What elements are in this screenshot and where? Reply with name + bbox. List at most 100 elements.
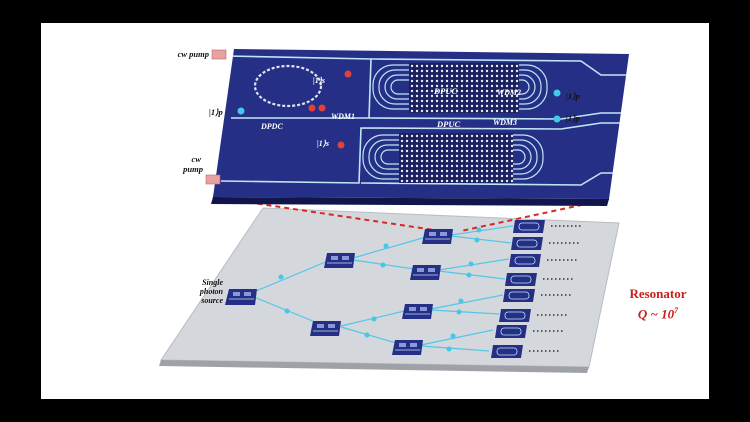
electrode-dot: [415, 64, 419, 68]
electrode-dot: [435, 74, 439, 78]
electrode-dot: [460, 94, 464, 98]
electrode-dot: [475, 159, 479, 163]
electrode-dot: [400, 144, 404, 148]
electrode-dot: [445, 69, 449, 73]
electrode-dot: [500, 94, 504, 98]
electrode-dot: [490, 139, 494, 143]
electrode-dot: [400, 179, 404, 183]
electrode-dot: [405, 164, 409, 168]
electrode-dot: [450, 94, 454, 98]
electrode-dot: [480, 79, 484, 83]
electrode-dot: [415, 84, 419, 88]
electrode-dot: [405, 179, 409, 183]
electrode-dot: [505, 159, 509, 163]
electrode-dot: [410, 144, 414, 148]
electrode-dot: [440, 109, 444, 113]
pump-input-bottom: [205, 174, 221, 185]
electrode-dot: [420, 69, 424, 73]
electrode-dot: [455, 179, 459, 183]
electrode-dot: [425, 89, 429, 93]
resonator-annotation: Resonator Q ~ 107: [603, 285, 709, 322]
electrode-dot: [430, 79, 434, 83]
electrode-dot: [455, 164, 459, 168]
electrode-dot: [430, 169, 434, 173]
electrode-dot: [470, 149, 474, 153]
electrode-dot: [445, 79, 449, 83]
electrode-dot: [405, 139, 409, 143]
electrode-dot: [425, 94, 429, 98]
electrode-dot: [510, 94, 514, 98]
electrode-dot: [440, 169, 444, 173]
electrode-dot: [405, 149, 409, 153]
electrode-dot: [415, 109, 419, 113]
photon-dot-right-top: [553, 89, 561, 97]
electrode-dot: [415, 174, 419, 178]
electrode-dot: [445, 179, 449, 183]
electrode-dot: [425, 69, 429, 73]
electrode-dot: [440, 159, 444, 163]
electrode-dot: [515, 64, 519, 68]
electrode-dot: [490, 179, 494, 183]
electrode-dot: [440, 79, 444, 83]
electrode-dot: [500, 159, 504, 163]
wdm2-label: WDM2: [497, 88, 521, 97]
electrode-dot: [400, 174, 404, 178]
electrode-dot: [440, 74, 444, 78]
electrode-dot: [495, 144, 499, 148]
wdm1-label: WDM1: [331, 112, 355, 121]
electrode-dot: [510, 99, 514, 103]
electrode-dot: [485, 144, 489, 148]
electrode-dot: [475, 94, 479, 98]
electrode-dot: [400, 164, 404, 168]
electrode-dot: [400, 154, 404, 158]
electrode-dot: [450, 89, 454, 93]
electrode-dot: [460, 109, 464, 113]
electrode-dot: [450, 174, 454, 178]
electrode-dot: [485, 64, 489, 68]
electrode-dot: [450, 159, 454, 163]
electrode-dot: [470, 174, 474, 178]
electrode-dot: [430, 174, 434, 178]
electrode-dot: [430, 139, 434, 143]
electrode-dot: [450, 84, 454, 88]
electrode-dot: [475, 84, 479, 88]
electrode-dot: [455, 84, 459, 88]
electrode-dot: [440, 89, 444, 93]
electrode-dot: [465, 174, 469, 178]
electrode-dot: [490, 174, 494, 178]
electrode-dot: [485, 94, 489, 98]
electrode-dot: [430, 99, 434, 103]
electrode-dot: [440, 104, 444, 108]
electrode-dot: [400, 149, 404, 153]
electrode-dot: [470, 134, 474, 138]
electrode-dot: [435, 164, 439, 168]
electrode-dot: [490, 109, 494, 113]
electrode-dot: [430, 149, 434, 153]
electrode-dot: [490, 64, 494, 68]
network-waveguides: [248, 225, 514, 352]
electrode-dot: [465, 94, 469, 98]
electrode-dot: [425, 84, 429, 88]
electrode-dot: [505, 69, 509, 73]
electrode-dot: [500, 64, 504, 68]
electrode-dot: [450, 104, 454, 108]
electrode-dot: [505, 89, 509, 93]
electrode-dot: [440, 94, 444, 98]
electrode-dot: [400, 139, 404, 143]
cw-pump-bottom-label-2: pump: [182, 164, 203, 174]
electrode-dot: [435, 109, 439, 113]
electrode-dot: [510, 169, 514, 173]
electrode-dots-top: [410, 64, 519, 113]
electrode-dot: [470, 89, 474, 93]
electrode-dot: [465, 164, 469, 168]
electrode-dot: [435, 134, 439, 138]
electrode-dot: [450, 64, 454, 68]
electrode-dot: [440, 174, 444, 178]
electrode-dot: [410, 64, 414, 68]
electrode-dot: [430, 94, 434, 98]
electrode-dot: [475, 104, 479, 108]
electrode-dot: [435, 64, 439, 68]
electrode-dot: [465, 84, 469, 88]
electrode-dot: [430, 64, 434, 68]
electrode-dot: [465, 154, 469, 158]
